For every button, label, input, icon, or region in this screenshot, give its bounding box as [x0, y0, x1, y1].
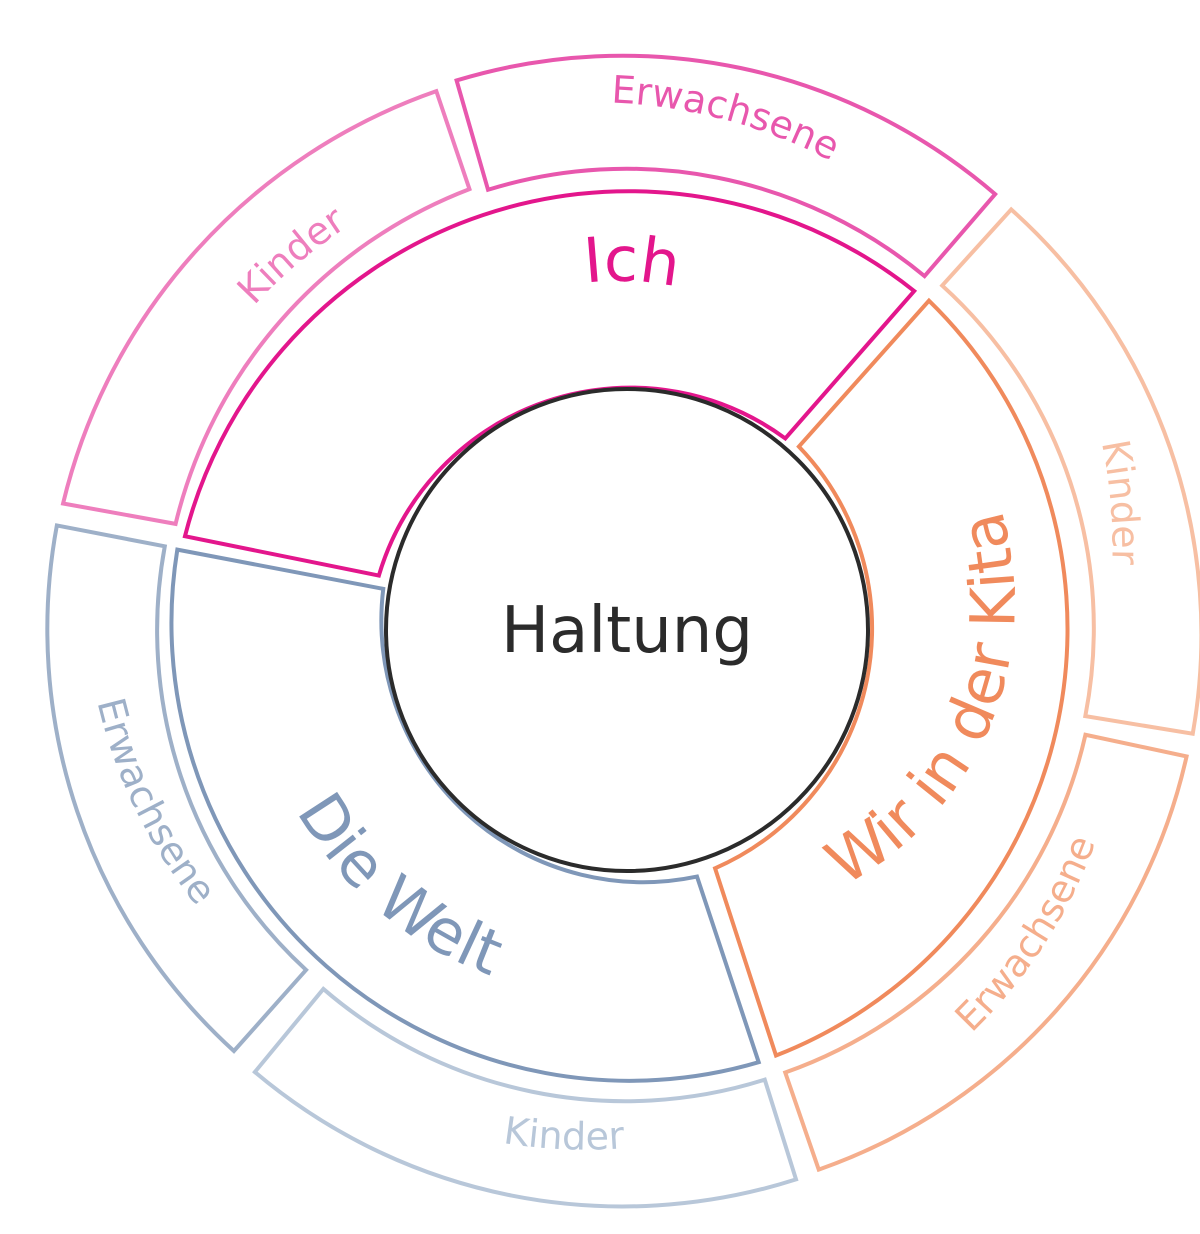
label-welt-kinder: Kinder — [501, 1108, 626, 1158]
center-haltung: Haltung — [384, 387, 870, 873]
segment-welt-erwachsene[interactable] — [45, 523, 309, 1054]
center-circle[interactable] — [384, 387, 870, 873]
section-wir-in-der-kita: Wir in der Kita Kinder Erwachsene — [712, 206, 1200, 1173]
segment-ich-kinder[interactable] — [60, 88, 472, 527]
segment-kita-kinder[interactable] — [939, 206, 1200, 737]
center-label: Haltung — [501, 594, 753, 668]
segment-ich[interactable] — [182, 189, 918, 578]
segment-welt-kinder[interactable] — [252, 986, 799, 1209]
section-label-ich: Ich — [581, 223, 685, 301]
segment-ich-erwachsene[interactable] — [454, 53, 998, 279]
segment-die-welt[interactable] — [169, 547, 762, 1083]
section-die-welt: Die Welt Kinder Erwachsene — [45, 523, 799, 1209]
segment-kita-erwachsene[interactable] — [782, 732, 1189, 1173]
segment-wir-in-der-kita[interactable] — [712, 297, 1070, 1059]
